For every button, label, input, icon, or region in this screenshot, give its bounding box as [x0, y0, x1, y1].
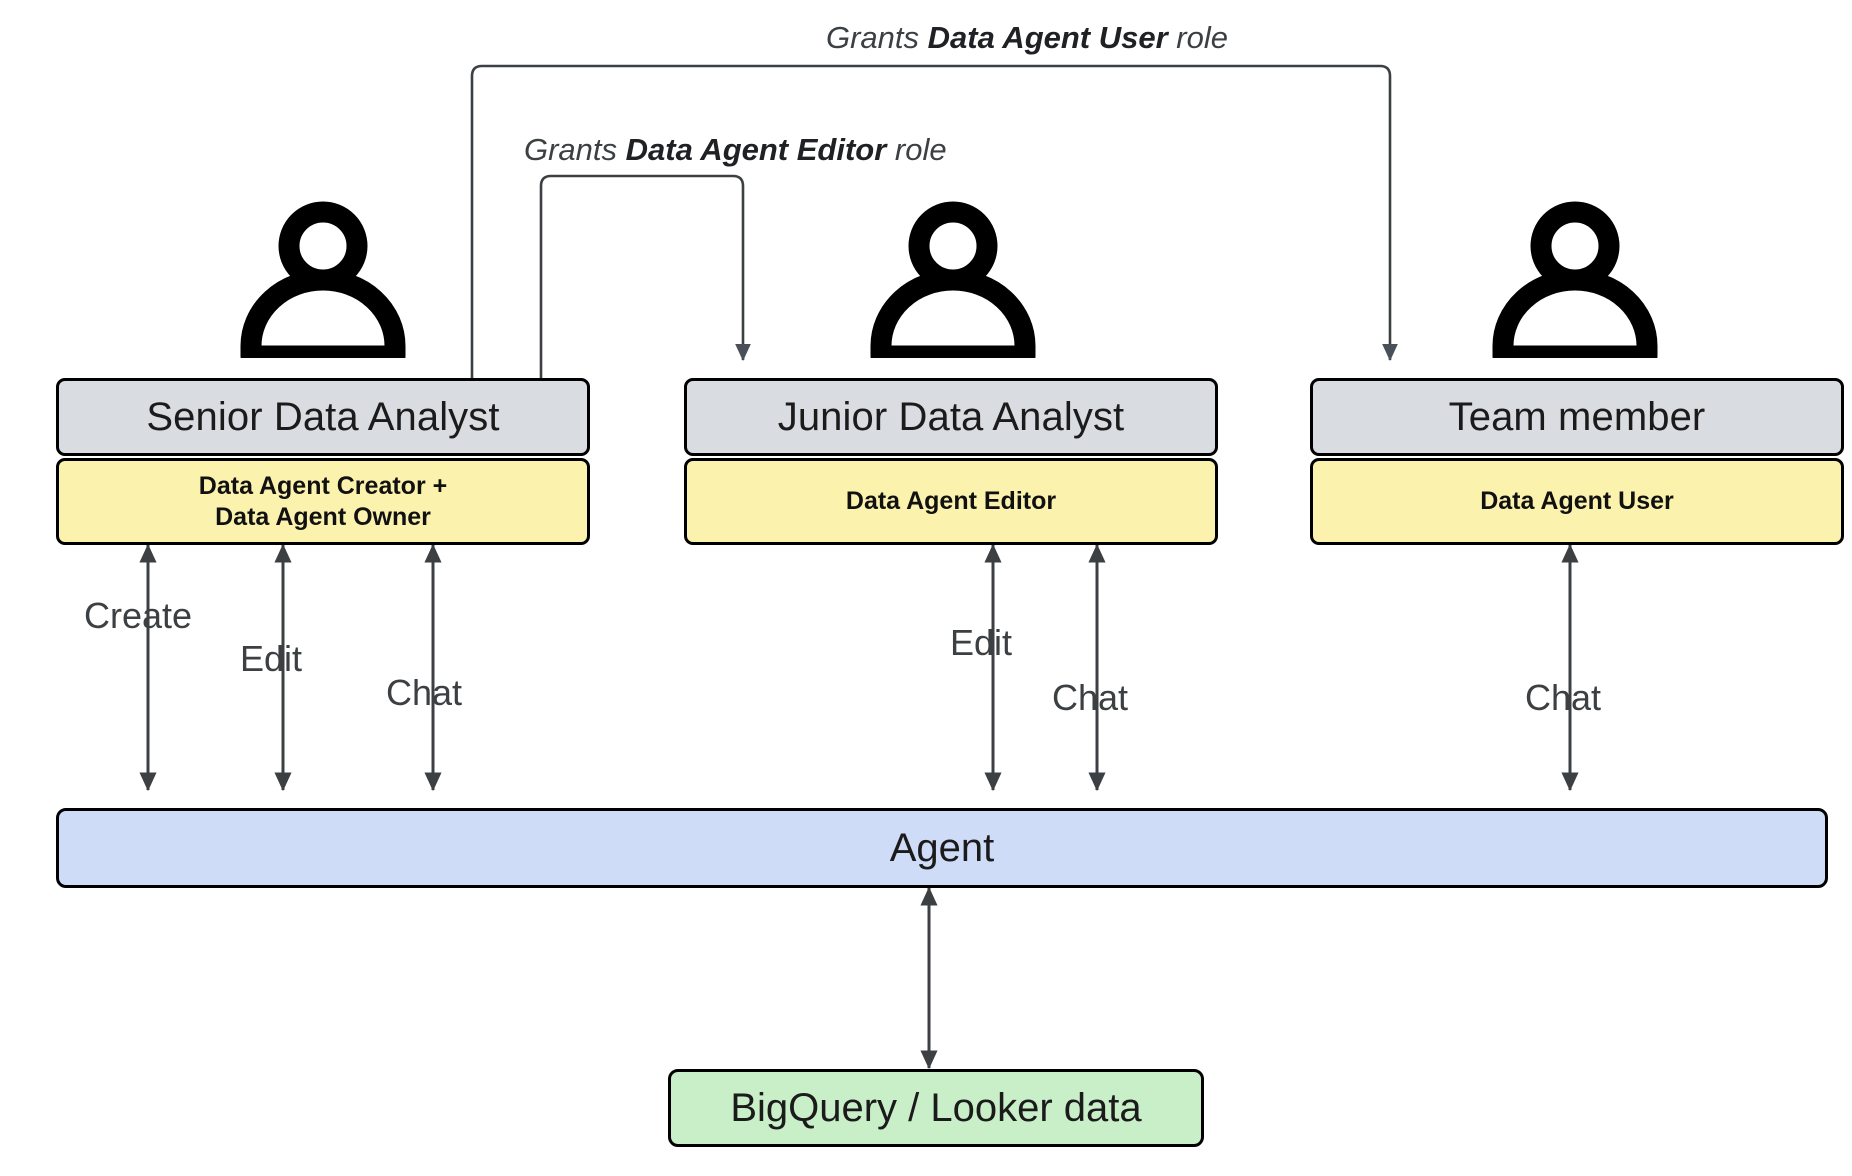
- persona-title-senior: Senior Data Analyst: [56, 378, 590, 456]
- grant-label-editor: Grants Data Agent Editor role: [524, 134, 947, 165]
- grant-prefix: Grants: [524, 132, 626, 167]
- persona-role-line1: Data Agent Editor: [845, 487, 1057, 516]
- persona-role-line1: Data Agent User: [1480, 487, 1674, 516]
- edge-label-edit-senior: Edit: [240, 638, 303, 679]
- persona-title-team: Team member: [1310, 378, 1844, 456]
- edge-label-chat-team: Chat: [1525, 677, 1602, 718]
- agent-label: Agent: [889, 825, 995, 870]
- data-source-node: BigQuery / Looker data: [668, 1069, 1204, 1147]
- agent-node: Agent: [56, 808, 1828, 888]
- persona-role-senior: Data Agent Creator + Data Agent Owner: [56, 458, 590, 545]
- edge-grants-editor: [539, 174, 751, 378]
- grant-role: Data Agent Editor: [625, 132, 887, 167]
- data-source-label: BigQuery / Looker data: [730, 1085, 1142, 1130]
- edge-label-chat-junior: Chat: [1052, 677, 1129, 718]
- persona-title-text: Team member: [1448, 394, 1706, 439]
- person-icon: [238, 198, 408, 367]
- persona-title-text: Junior Data Analyst: [777, 394, 1125, 439]
- persona-role-line1: Data Agent Creator +: [198, 472, 448, 500]
- grant-suffix: role: [1167, 20, 1228, 55]
- grant-suffix: role: [886, 132, 947, 167]
- person-icon: [868, 198, 1038, 367]
- persona-role-line2: Data Agent Owner: [215, 502, 431, 531]
- grant-prefix: Grants: [826, 20, 928, 55]
- persona-role-junior: Data Agent Editor: [684, 458, 1218, 545]
- edge-label-edit-junior: Edit: [950, 622, 1013, 663]
- persona-role-team: Data Agent User: [1310, 458, 1844, 545]
- persona-title-junior: Junior Data Analyst: [684, 378, 1218, 456]
- edge-label-chat-senior: Chat: [386, 672, 463, 713]
- persona-title-text: Senior Data Analyst: [146, 394, 500, 439]
- grant-role: Data Agent User: [927, 20, 1168, 55]
- grant-label-user: Grants Data Agent User role: [826, 22, 1228, 53]
- person-icon: [1490, 198, 1660, 367]
- edge-label-create: Create: [84, 595, 193, 636]
